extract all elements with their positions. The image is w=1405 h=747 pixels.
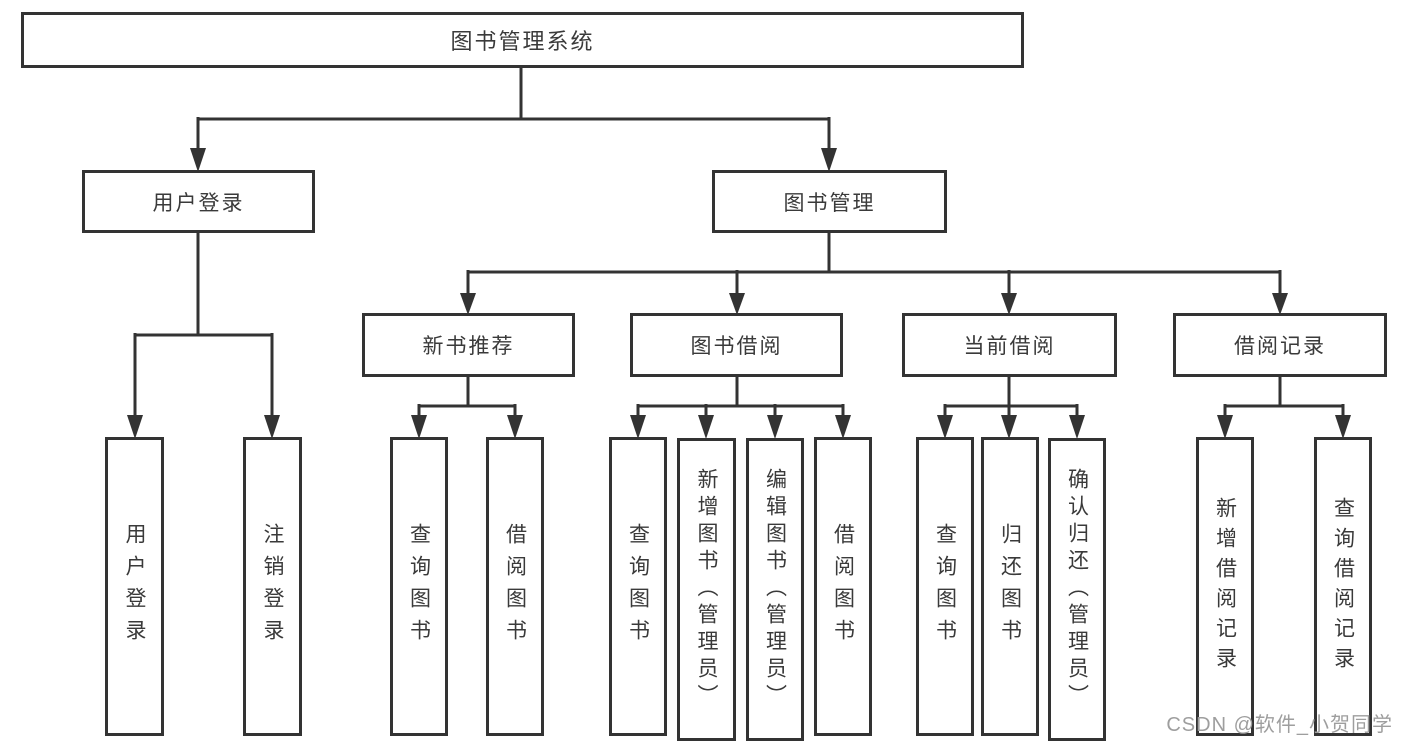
- node-book-management-branch: 图书管理: [712, 170, 947, 233]
- leaf-query-books-current: 查询图书: [916, 437, 974, 736]
- leaf-add-books-admin: 新增图书（管理员）: [677, 438, 736, 741]
- leaf-borrow-books-borrowing: 借阅图书: [814, 437, 872, 736]
- node-current-borrowing: 当前借阅: [902, 313, 1117, 377]
- leaf-query-borrow-record: 查询借阅记录: [1314, 437, 1372, 736]
- node-new-book-recommendation: 新书推荐: [362, 313, 575, 377]
- leaf-borrow-books-recommend: 借阅图书: [486, 437, 544, 736]
- node-user-login-branch: 用户登录: [82, 170, 315, 233]
- csdn-watermark: CSDN @软件_小贺同学: [1166, 714, 1393, 736]
- leaf-query-books-borrowing: 查询图书: [609, 437, 667, 736]
- leaf-edit-books-admin: 编辑图书（管理员）: [746, 438, 804, 741]
- node-book-borrowing: 图书借阅: [630, 313, 843, 377]
- leaf-query-books-recommend: 查询图书: [390, 437, 448, 736]
- node-root-system: 图书管理系统: [21, 12, 1024, 68]
- leaf-logout: 注销登录: [243, 437, 302, 736]
- leaf-add-borrow-record: 新增借阅记录: [1196, 437, 1254, 736]
- leaf-confirm-return-admin: 确认归还（管理员）: [1048, 438, 1106, 741]
- leaf-user-login: 用户登录: [105, 437, 164, 736]
- node-borrowing-records: 借阅记录: [1173, 313, 1387, 377]
- leaf-return-books: 归还图书: [981, 437, 1039, 736]
